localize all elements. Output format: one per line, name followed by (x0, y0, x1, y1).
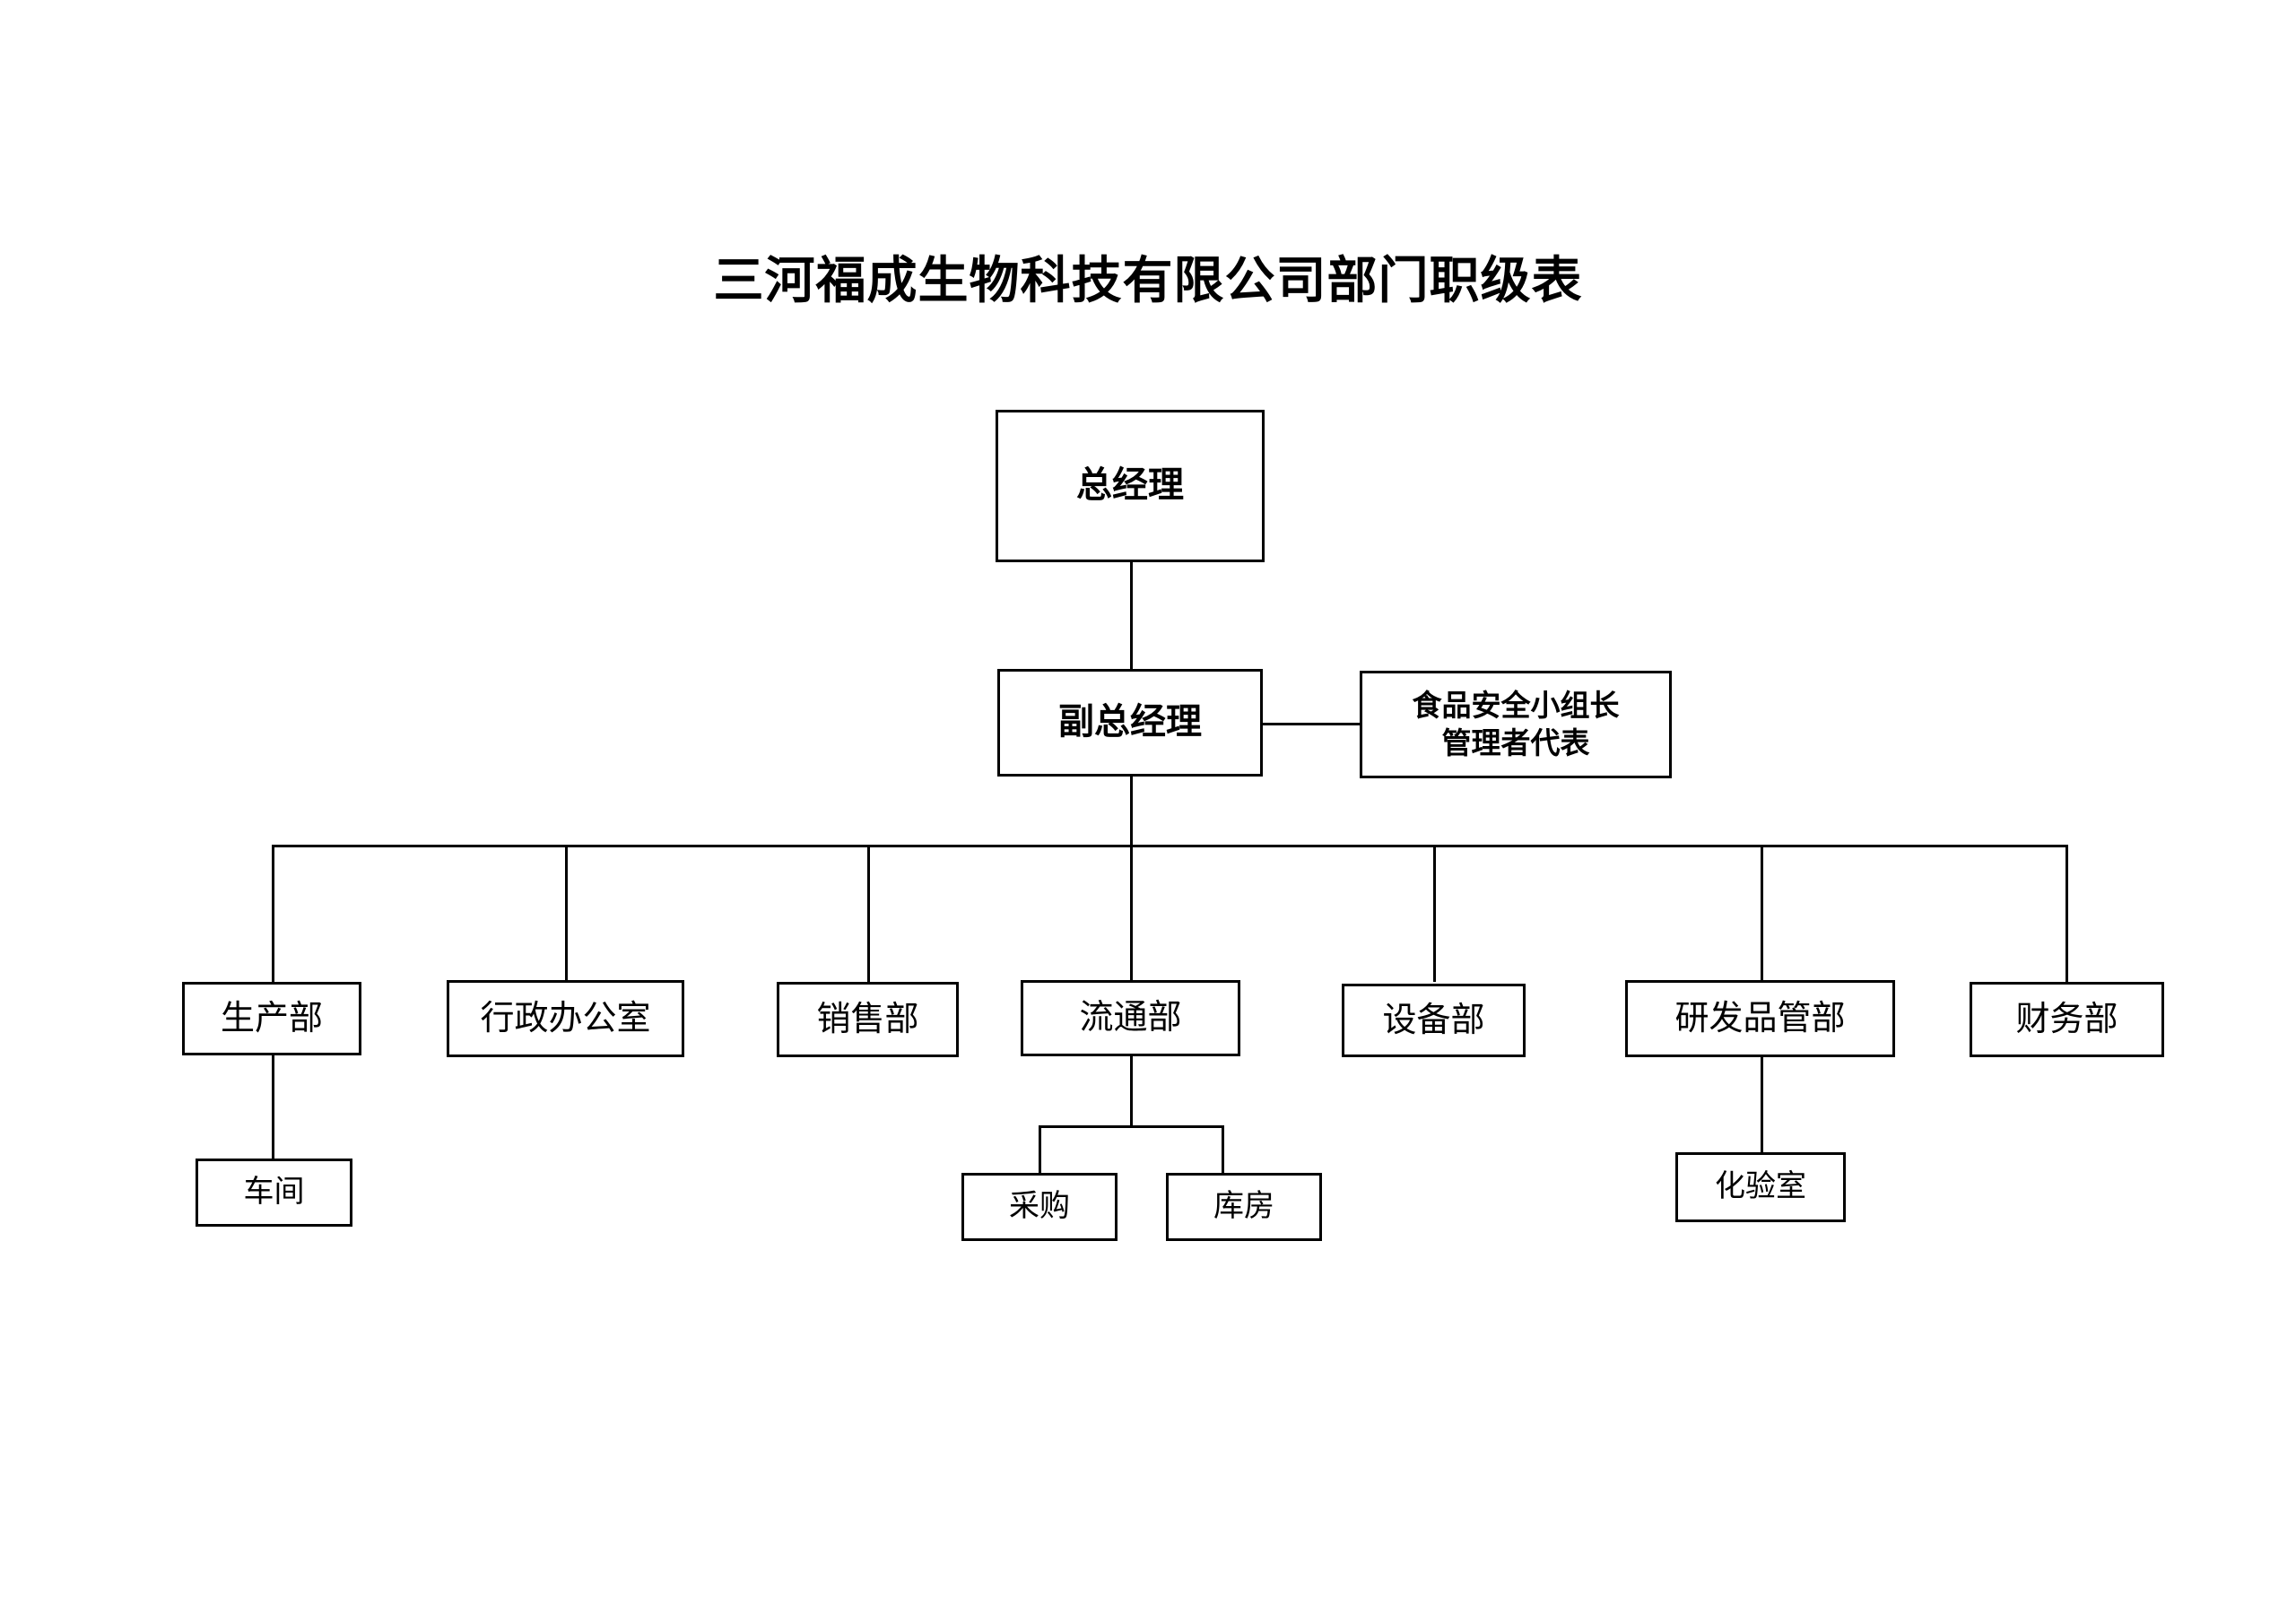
node-distribution[interactable]: 流通部 (1021, 980, 1240, 1056)
node-rd-quality[interactable]: 研发品管部 (1625, 980, 1895, 1057)
node-sales[interactable]: 销售部 (777, 982, 959, 1057)
node-warehouse-label: 库房 (1213, 1189, 1274, 1223)
node-distribution-label: 流通部 (1079, 999, 1182, 1037)
connector-gm-to-dgm (1130, 560, 1133, 670)
connector-bus-to-finance (2066, 845, 2068, 982)
node-admin-office-label: 行政办公室 (480, 999, 651, 1037)
node-laboratory[interactable]: 化验室 (1675, 1152, 1846, 1222)
department-bus-line (272, 845, 2068, 847)
page-title: 三河福成生物科技有限公司部门职级表 (713, 252, 1583, 308)
node-equipment-label: 设备部 (1382, 1001, 1485, 1039)
node-production-label: 生产部 (220, 999, 323, 1037)
node-finance-label: 财务部 (2015, 1000, 2118, 1038)
connector-dgm-to-food-safety (1260, 723, 1361, 725)
connector-distribution-stem (1130, 1054, 1133, 1127)
connector-production-to-workshop (272, 1054, 274, 1159)
node-purchasing-label: 采购 (1009, 1189, 1070, 1223)
node-purchasing[interactable]: 采购 (961, 1173, 1118, 1241)
node-general-manager-label: 总经理 (1076, 465, 1184, 506)
node-admin-office[interactable]: 行政办公室 (447, 980, 684, 1057)
connector-bus-to-sales (867, 845, 870, 982)
node-food-safety-leader[interactable]: 食品安全小组长 管理者代表 (1360, 671, 1672, 778)
connector-bus-to-distribution (1130, 845, 1133, 982)
node-warehouse[interactable]: 库房 (1166, 1173, 1322, 1241)
connector-rd-to-laboratory (1761, 1054, 1763, 1152)
connector-bus-to-production (272, 845, 274, 982)
node-equipment[interactable]: 设备部 (1342, 984, 1526, 1057)
connector-bar-to-purchasing (1039, 1125, 1041, 1175)
node-finance[interactable]: 财务部 (1970, 982, 2164, 1057)
connector-bus-to-rd-quality (1761, 845, 1763, 982)
node-production[interactable]: 生产部 (182, 982, 361, 1055)
connector-bus-to-admin-office (565, 845, 568, 982)
node-deputy-general-manager[interactable]: 副总经理 (997, 669, 1263, 777)
node-food-safety-leader-label: 食品安全小组长 管理者代表 (1412, 688, 1620, 759)
connector-bar-to-warehouse (1222, 1125, 1224, 1175)
connector-distribution-bar (1039, 1125, 1224, 1128)
connector-dgm-to-bus (1130, 776, 1133, 847)
node-rd-quality-label: 研发品管部 (1674, 999, 1846, 1037)
node-sales-label: 销售部 (816, 1000, 919, 1038)
node-laboratory-label: 化验室 (1715, 1169, 1806, 1203)
node-deputy-general-manager-label: 副总经理 (1058, 702, 1202, 742)
node-workshop-label: 车间 (243, 1175, 305, 1209)
connector-bus-to-equipment (1433, 845, 1436, 982)
node-general-manager[interactable]: 总经理 (996, 410, 1265, 562)
node-workshop[interactable]: 车间 (196, 1159, 352, 1227)
